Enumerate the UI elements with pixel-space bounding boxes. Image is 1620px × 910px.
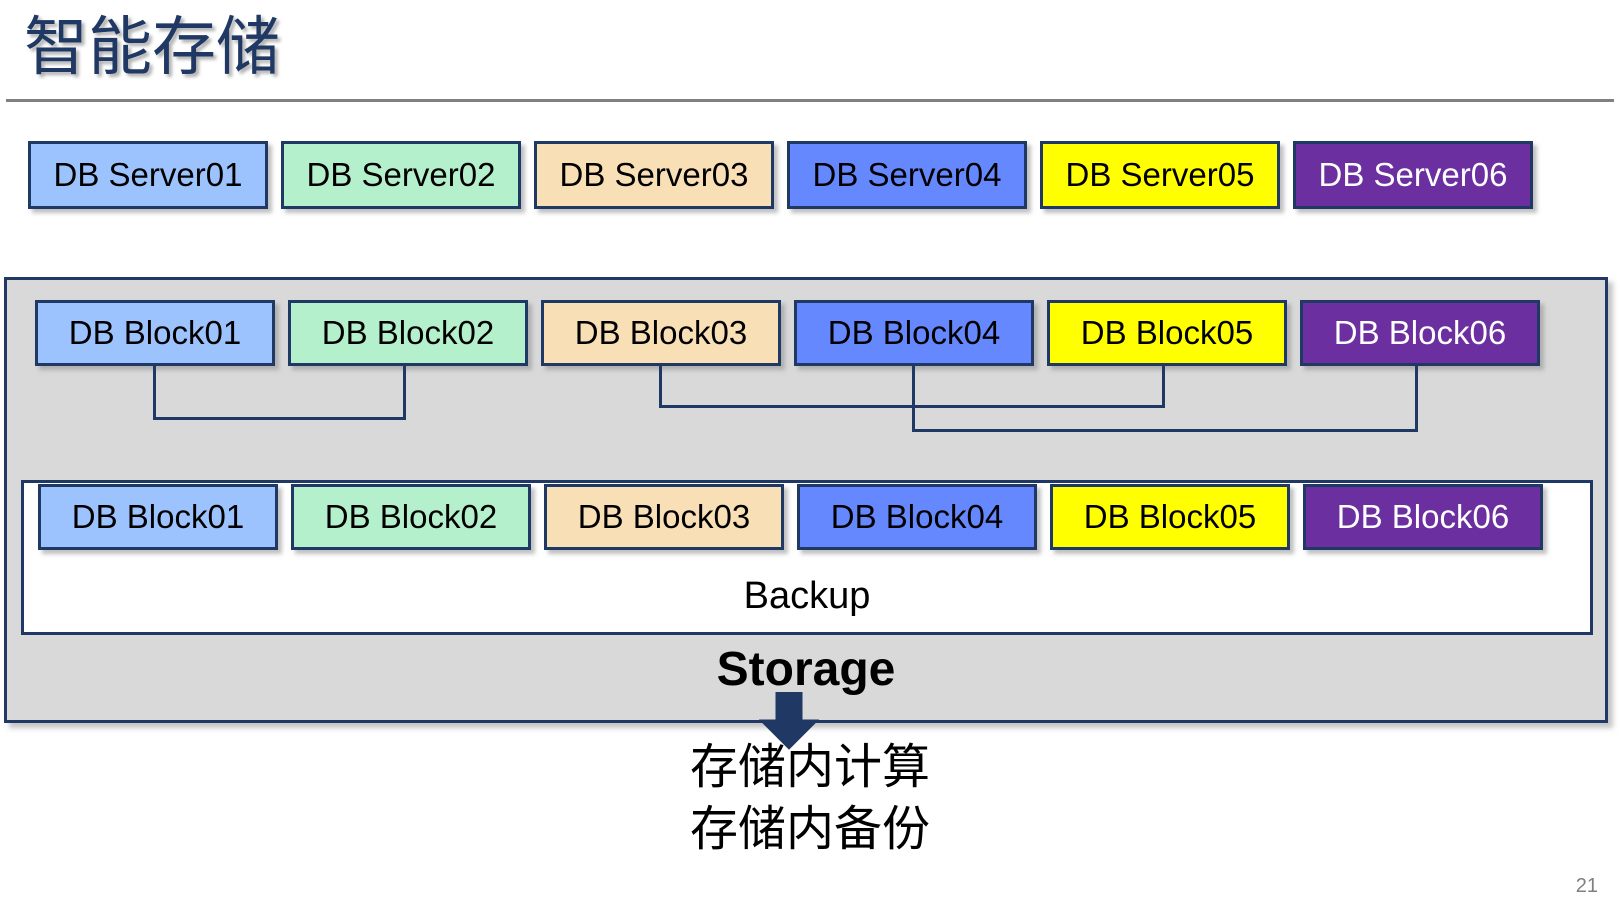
backup-block-box-2: DB Block02 — [291, 484, 531, 550]
title-divider — [6, 99, 1614, 102]
bracket-block04-block06 — [912, 366, 1418, 432]
backup-block-box-label: DB Block02 — [324, 498, 498, 535]
backup-block-box-1: DB Block01 — [38, 484, 278, 550]
bracket-block01-block02 — [153, 366, 406, 420]
caption-line-1: 存储内计算 — [689, 741, 930, 794]
backup-block-box-3: DB Block03 — [544, 484, 784, 550]
db-server-box-1: DB Server01 — [28, 141, 268, 209]
db-block-box-2: DB Block02 — [288, 300, 528, 366]
db-server-box-label: DB Server04 — [812, 156, 1002, 193]
db-block-box-label: DB Block03 — [574, 314, 748, 351]
db-server-box-5: DB Server05 — [1040, 141, 1280, 209]
backup-block-box-4: DB Block04 — [797, 484, 1037, 550]
db-server-box-label: DB Server02 — [306, 156, 496, 193]
backup-block-box-label: DB Block05 — [1083, 498, 1257, 535]
backup-block-box-label: DB Block06 — [1336, 498, 1510, 535]
db-block-box-3: DB Block03 — [541, 300, 781, 366]
db-server-box-label: DB Server03 — [559, 156, 749, 193]
storage-label: Storage — [716, 643, 896, 696]
page-title: 智能存储 — [24, 11, 280, 83]
db-block-box-label: DB Block05 — [1080, 314, 1254, 351]
db-block-box-4: DB Block04 — [794, 300, 1034, 366]
backup-block-box-label: DB Block03 — [577, 498, 751, 535]
backup-label: Backup — [743, 575, 871, 617]
backup-block-box-label: DB Block01 — [71, 498, 245, 535]
backup-box: DB Block01 DB Block02 DB Block03 DB Block04… — [21, 480, 1593, 635]
db-server-box-4: DB Server04 — [787, 141, 1027, 209]
db-server-box-6: DB Server06 — [1293, 141, 1533, 209]
db-server-box-label: DB Server06 — [1318, 156, 1508, 193]
db-block-box-5: DB Block05 — [1047, 300, 1287, 366]
backup-block-box-label: DB Block04 — [830, 498, 1004, 535]
db-block-box-label: DB Block02 — [321, 314, 495, 351]
bracket-block03-block05 — [659, 366, 1165, 408]
backup-block-box-6: DB Block06 — [1303, 484, 1543, 550]
page-number: 21 — [1575, 875, 1598, 897]
storage-container: DB Block01 DB Block02 DB Block03 DB Block04… — [4, 277, 1608, 750]
db-block-box-label: DB Block04 — [827, 314, 1001, 351]
db-block-box-6: DB Block06 — [1300, 300, 1540, 366]
db-block-box-label: DB Block01 — [68, 314, 242, 351]
db-block-box-label: DB Block06 — [1333, 314, 1507, 351]
backup-block-box-5: DB Block05 — [1050, 484, 1290, 550]
db-block-box-1: DB Block01 — [35, 300, 275, 366]
db-server-box-label: DB Server05 — [1065, 156, 1255, 193]
db-server-box-label: DB Server01 — [53, 156, 243, 193]
db-server-box-3: DB Server03 — [534, 141, 774, 209]
caption-line-2: 存储内备份 — [689, 803, 930, 856]
down-arrow-icon — [758, 691, 820, 750]
caption-block: 存储内计算 存储内备份 — [0, 737, 1620, 861]
db-server-box-2: DB Server02 — [281, 141, 521, 209]
